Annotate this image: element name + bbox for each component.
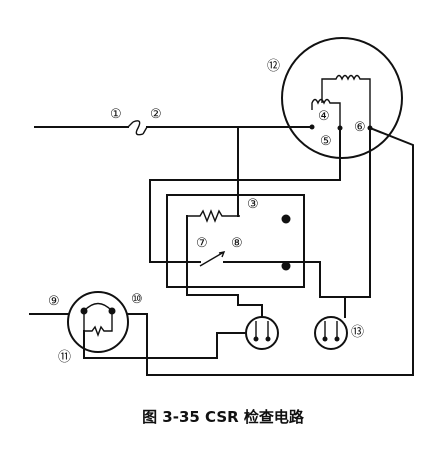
csr-box-outline: [166, 194, 305, 288]
plug-left-circle: [245, 316, 279, 350]
label-1: ①: [110, 107, 122, 122]
compressor: [281, 37, 403, 159]
label-13: ⑬: [351, 325, 364, 340]
csr-box: [166, 194, 305, 288]
csr-terminal-bottom: [281, 261, 291, 271]
plug-right-pin-b: [334, 336, 340, 342]
wire-csr-to-socket: [223, 261, 321, 298]
overload-circle: [67, 291, 129, 353]
label-8: ⑧: [231, 236, 243, 251]
label-6: ⑥: [354, 120, 366, 135]
plug-left-pin-a: [253, 336, 259, 342]
plug-right-pin-a: [322, 336, 328, 342]
label-11: ⑪: [58, 350, 71, 365]
plug-right-circle: [314, 316, 348, 350]
csr-wiring: [149, 126, 341, 306]
variable-element-arrow: [218, 251, 226, 258]
plug-left-pin-b: [265, 336, 271, 342]
plug-left-pins: [255, 321, 269, 339]
plug-right: [314, 296, 348, 350]
return-wiring: [83, 126, 414, 376]
label-10: ⑩: [131, 292, 143, 307]
wire-to-plug-left: [237, 304, 263, 318]
bimetal-arc: [83, 302, 113, 312]
figure-caption: 图 3-35 CSR 检查电路: [142, 408, 305, 426]
label-7: ⑦: [196, 236, 208, 251]
wire-start-loop: [149, 127, 341, 263]
compressor-circle: [281, 37, 403, 159]
label-9: ⑨: [48, 294, 60, 309]
label-5: ⑤: [320, 134, 332, 149]
resistor-symbol: [187, 209, 240, 223]
overload-protector: [29, 291, 129, 353]
wire-overload-to-compressor: [127, 126, 414, 376]
wire-resistor-to-plug: [186, 215, 239, 306]
label-4: ④: [318, 109, 330, 124]
plug-left: [237, 304, 279, 350]
csr-terminal-top: [281, 214, 291, 224]
wire-to-plug-right: [319, 296, 346, 318]
run-winding-coil: [321, 74, 371, 90]
heater-element: [83, 311, 113, 337]
label-12: ⑫: [267, 59, 280, 74]
plug-right-pins: [324, 321, 338, 339]
variable-element: [199, 251, 225, 267]
wire-run-to-plug: [344, 127, 371, 298]
supply-line: [34, 120, 313, 136]
terminal-common: [309, 124, 315, 130]
label-3: ③: [247, 197, 259, 212]
fuse-symbol: [127, 120, 148, 136]
label-2: ②: [150, 107, 162, 122]
wire-overload-to-plug: [83, 330, 247, 359]
